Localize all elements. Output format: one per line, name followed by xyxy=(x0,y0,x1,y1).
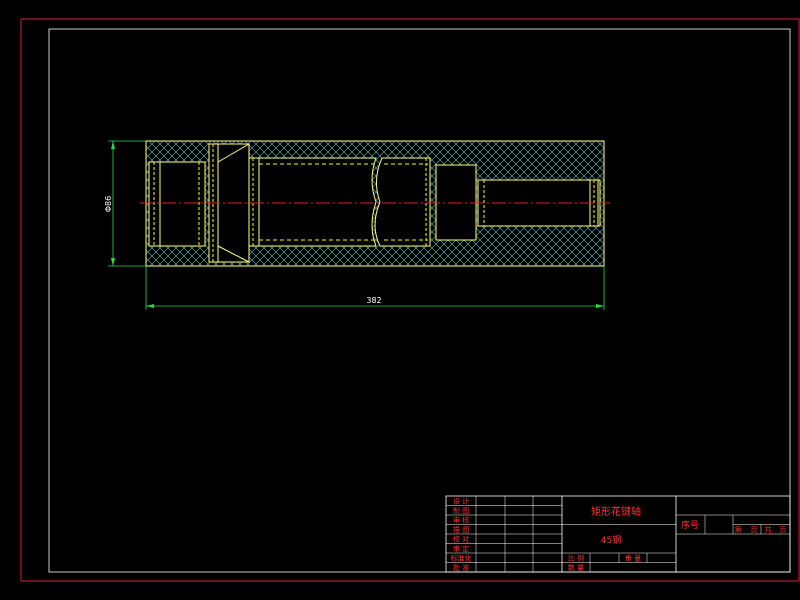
outer-border xyxy=(20,18,800,582)
label-check: 校 对 xyxy=(453,535,469,544)
left-bore xyxy=(148,161,206,247)
label-standardization: 标准化 xyxy=(451,554,472,563)
label-approve-final: 审 定 xyxy=(453,544,469,553)
sheet-label-3: 共 xyxy=(765,525,772,534)
sheet-label-4: 页 xyxy=(780,526,787,534)
dim-height-label: Φ86 xyxy=(104,196,113,212)
material-value: 45钢 xyxy=(601,534,621,546)
part-section-view xyxy=(140,140,610,267)
serial-label: 序号 xyxy=(681,519,699,531)
sheet-label-1: 第 xyxy=(735,525,742,534)
weight-label: 重 量 xyxy=(625,555,641,563)
dim-length-label: 382 xyxy=(366,296,381,305)
title-block: 设 计 制 图 审 核 描 图 校 对 审 定 标准化 批 准 矩形花键轴 45… xyxy=(445,495,791,573)
label-trace: 描 图 xyxy=(453,525,469,534)
dimension-length: 382 xyxy=(145,266,605,310)
scale-label: 比 例 xyxy=(568,554,584,563)
label-drawing: 制 图 xyxy=(453,506,469,515)
inner-border xyxy=(48,28,791,573)
ratio-label: 数 量 xyxy=(568,563,584,572)
label-review: 审 核 xyxy=(453,516,469,525)
label-approve: 批 准 xyxy=(453,563,469,572)
part-name: 矩形花键轴 xyxy=(591,505,641,518)
dimension-height: Φ86 xyxy=(104,140,146,267)
spline-body xyxy=(248,157,431,247)
label-design: 设 计 xyxy=(453,497,469,506)
sheet-label-2: 页 xyxy=(751,526,758,534)
